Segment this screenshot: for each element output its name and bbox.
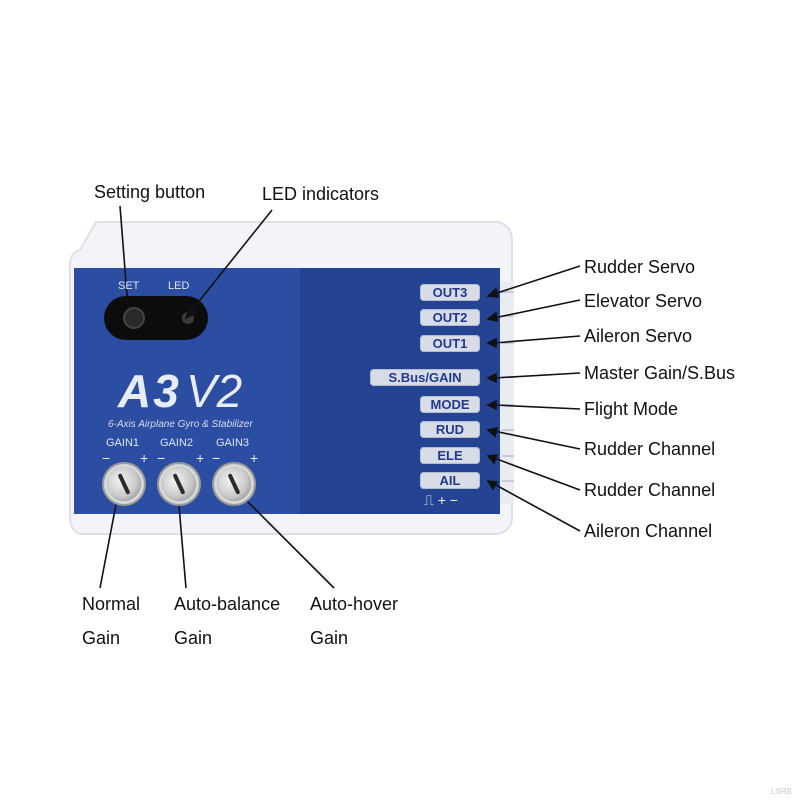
- model-version: V2: [186, 365, 243, 417]
- callout-led-indicators: LED indicators: [262, 184, 380, 204]
- port-sbus-gain: S.Bus/GAIN: [370, 369, 480, 386]
- gain1-label: GAIN1: [106, 437, 140, 449]
- leader-master-gain: [493, 372, 581, 379]
- leader-aileron-channel: [493, 483, 581, 532]
- port-out3: OUT3: [420, 284, 480, 301]
- leader-normal-gain: [99, 493, 119, 589]
- leader-lines: [99, 205, 581, 589]
- model-name: A3: [118, 365, 181, 417]
- callout-flight-mode: Flight Mode: [584, 399, 679, 419]
- device-subtitle: 6-Axis Airplane Gyro & Stabilizer: [108, 419, 253, 430]
- leader-auto-hover-gain: [239, 493, 335, 589]
- watermark: LSRB: [771, 787, 792, 796]
- leader-rudder-channel-2: [493, 457, 581, 491]
- leader-rudder-channel-1: [493, 430, 581, 450]
- gain3-knob[interactable]: [217, 467, 251, 501]
- pwm-polarity-legend: ⎍ + −: [424, 492, 458, 508]
- leader-elevator-servo: [493, 299, 581, 319]
- gain2-minus: −: [157, 450, 166, 466]
- gain1-minus: −: [102, 450, 111, 466]
- port-out1: OUT1: [420, 335, 480, 352]
- port-mode: MODE: [420, 396, 480, 413]
- gain3-minus: −: [212, 450, 221, 466]
- gain2-label: GAIN2: [160, 437, 194, 449]
- leader-rudder-servo: [493, 265, 581, 295]
- callout-rudder-channel-2: Rudder Channel: [584, 480, 716, 500]
- callout-elevator-servo: Elevator Servo: [584, 291, 703, 311]
- callout-auto-hover-line2: Gain: [310, 628, 349, 648]
- gain2-plus: +: [196, 450, 205, 466]
- gain3-plus: +: [250, 450, 259, 466]
- callout-rudder-channel-1: Rudder Channel: [584, 439, 716, 459]
- led-label: LED: [168, 280, 190, 292]
- leader-setting-button: [119, 205, 129, 309]
- set-button: [123, 307, 145, 329]
- set-led-window: [104, 296, 208, 340]
- callout-setting-button: Setting button: [94, 182, 206, 202]
- port-ele: ELE: [420, 447, 480, 464]
- callout-normal-gain-line2: Gain: [82, 628, 121, 648]
- set-label: SET: [118, 280, 140, 292]
- gain2-knob[interactable]: [162, 467, 196, 501]
- leader-flight-mode: [493, 404, 581, 410]
- callout-rudder-servo: Rudder Servo: [584, 257, 696, 277]
- gain1-plus: +: [140, 450, 149, 466]
- port-rud: RUD: [420, 421, 480, 438]
- callout-auto-balance-line1: Auto-balance: [174, 594, 281, 614]
- leader-led-indicators: [191, 209, 273, 311]
- callout-aileron-servo: Aileron Servo: [584, 326, 693, 346]
- callout-master-gain: Master Gain/S.Bus: [584, 363, 736, 383]
- port-ail: AIL: [420, 472, 480, 489]
- callout-aileron-channel: Aileron Channel: [584, 521, 713, 541]
- gain3-label: GAIN3: [216, 437, 250, 449]
- callout-normal-gain-line1: Normal: [82, 594, 141, 614]
- leader-auto-balance-gain: [177, 493, 187, 589]
- leader-aileron-servo: [493, 335, 581, 344]
- callout-auto-balance-line2: Gain: [174, 628, 213, 648]
- port-out2: OUT2: [420, 309, 480, 326]
- pin-strip: [500, 282, 514, 504]
- callout-auto-hover-line1: Auto-hover: [310, 594, 399, 614]
- gain1-knob[interactable]: [107, 467, 141, 501]
